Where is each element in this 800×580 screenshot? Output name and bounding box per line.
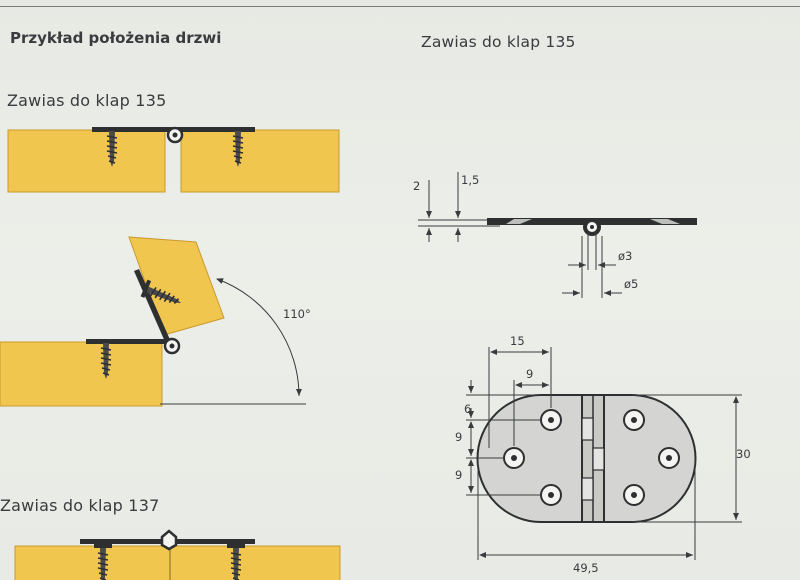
hinge-knuckle-137 — [160, 529, 178, 551]
wood-panel-right — [180, 129, 340, 193]
example-flat-closed — [7, 126, 340, 193]
dim-width: 49,5 — [573, 561, 599, 575]
hinge-side-view: 2 1,5 ø3 ø5 — [413, 172, 697, 298]
wood-panel-base — [0, 341, 163, 407]
dim-thickness-leaf: 1,5 — [461, 173, 479, 187]
dim-hole-spacing-y2: 9 — [455, 468, 462, 482]
dim-hole-spacing-x: 15 — [510, 334, 525, 348]
dim-height: 30 — [736, 447, 751, 461]
heading-hinge-137: Zawias do klap 137 — [0, 496, 160, 515]
heading-hinge-135: Zawias do klap 135 — [7, 91, 167, 110]
wood-panel-137 — [14, 545, 341, 580]
dim-hole-spacing-y1: 9 — [455, 430, 462, 444]
angle-label: 110° — [283, 307, 311, 321]
dim-knuckle-diameter: ø5 — [624, 277, 638, 291]
dim-pin-diameter: ø3 — [618, 249, 632, 263]
hinge-leaf-right — [603, 394, 697, 523]
wood-panel-left — [7, 129, 166, 193]
heading-hinge-drawing: Zawias do klap 135 — [421, 33, 576, 51]
dim-hole-offset-x: 9 — [526, 367, 533, 381]
example-flat-137 — [14, 529, 341, 580]
top-rule — [0, 6, 800, 7]
example-open-110: 110° — [0, 236, 311, 407]
hinge-leaf-open — [134, 269, 171, 344]
heading-door-positions: Przykład położenia drzwi — [10, 29, 222, 47]
angle-arc — [216, 278, 302, 397]
hinge-front-view: 15 9 6 9 9 30 49,5 — [455, 334, 751, 575]
dim-thickness-total: 2 — [413, 179, 420, 193]
hinge-leaf-base — [86, 339, 166, 344]
dim-hole-offset-top: 6 — [464, 402, 471, 416]
